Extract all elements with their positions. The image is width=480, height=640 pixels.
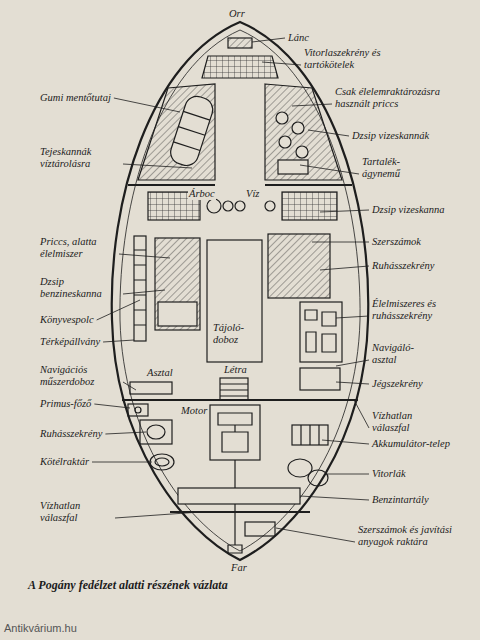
part-label: Vízhatlan válaszfal — [40, 500, 112, 524]
part-label: Dzsip benzineskanna — [40, 276, 120, 300]
chain-locker — [228, 38, 252, 48]
part-label: Lánc — [288, 32, 309, 44]
shelf-lines — [134, 250, 146, 325]
leader-line — [292, 104, 332, 106]
leader-line — [336, 360, 369, 366]
leader-line — [115, 512, 200, 518]
sail-locker — [202, 56, 278, 78]
part-label: Tejeskannák víztárolásra — [40, 146, 120, 170]
leader-line — [276, 528, 355, 542]
leader-line — [94, 404, 130, 408]
life-raft — [168, 93, 216, 168]
compass-box — [207, 240, 262, 362]
part-label: Dzsip vizeskanna — [372, 204, 447, 216]
part-label: Vitorlaszekrény és tartókötelek — [304, 47, 404, 71]
part-label: Tájoló-doboz — [212, 322, 258, 346]
part-label: Élelmiszeres és ruhásszekrény — [372, 298, 472, 322]
part-label: Vitorlák — [372, 468, 406, 480]
part-label: Navigációs műszerdoboz — [40, 364, 120, 388]
leader-line — [252, 38, 285, 42]
bunk-right — [268, 234, 330, 298]
bunk-left — [155, 238, 200, 330]
leader-line — [119, 254, 170, 258]
bulkhead — [122, 399, 358, 401]
leader-line — [336, 382, 369, 384]
locker-items — [305, 310, 336, 352]
leader-line — [92, 462, 152, 463]
food-locker — [300, 302, 342, 362]
part-label: Tartalék-ágynemű — [362, 156, 438, 180]
part-label: Létra — [223, 364, 248, 376]
mast-step — [207, 199, 275, 213]
primus-stove — [128, 404, 148, 416]
chart-table — [130, 382, 172, 394]
part-label: Szerszámok és javítási anyagok raktára — [358, 524, 470, 548]
water-cans — [276, 112, 308, 174]
part-label: Kötélraktár — [40, 456, 89, 468]
hull-inner — [120, 30, 360, 551]
part-label: Jégszekrény — [372, 378, 423, 390]
leader-line — [325, 474, 369, 475]
tool-store — [245, 522, 275, 536]
hull-outline — [112, 22, 369, 560]
engine-detail — [218, 413, 252, 452]
part-label: Primus-főző — [40, 398, 91, 410]
leader-line — [123, 290, 165, 294]
wardrobe-detail — [147, 425, 165, 439]
caption: A Pogány fedélzet alatti részének vázlat… — [28, 578, 228, 593]
leader-line — [123, 164, 192, 168]
pillow — [158, 302, 197, 326]
cabinet — [282, 192, 337, 220]
part-label: Orr — [229, 8, 245, 20]
battery-cells — [301, 425, 319, 445]
leader-line — [320, 210, 369, 212]
fuel-tank — [178, 488, 300, 504]
part-label: Gumi mentőtutaj — [40, 92, 111, 104]
ladder-rungs — [220, 384, 248, 396]
part-label: Ruhásszekrény — [40, 428, 102, 440]
leader-line — [114, 98, 180, 112]
part-label: Dzsip vizeskannák — [352, 130, 452, 142]
part-label: Csak élelemraktározásra használt priccs — [335, 86, 460, 110]
rudder — [228, 545, 242, 553]
ladder — [220, 378, 248, 400]
bulkhead — [128, 184, 215, 186]
part-label: Priccs, alatta élelmiszer — [40, 236, 116, 260]
leader-line — [97, 300, 140, 320]
bookshelf — [134, 236, 146, 341]
part-label: Árboc — [188, 188, 216, 200]
ice-box — [300, 368, 340, 390]
leader-line — [262, 62, 301, 65]
sails — [288, 459, 328, 486]
part-label: Benzintartály — [372, 494, 429, 506]
part-label: Szerszámok — [372, 236, 421, 248]
part-label: Térképállvány — [40, 336, 100, 348]
leader-line — [123, 382, 136, 390]
part-label: Navigáló-asztal — [372, 342, 434, 366]
leader-line — [300, 165, 359, 174]
leader-line — [105, 432, 146, 434]
battery — [292, 425, 328, 445]
watermark: Antikvárium.hu — [4, 622, 77, 634]
bulkhead — [265, 184, 352, 186]
leader-line — [308, 130, 349, 136]
part-label: Asztal — [146, 367, 174, 379]
part-label: Akkumulátor-telep — [372, 438, 450, 450]
leader-line — [103, 340, 134, 342]
part-label: Ruhásszekrény — [372, 260, 434, 272]
part-label: Könyvespolc — [40, 314, 94, 326]
rope-coil — [150, 454, 174, 470]
engine — [210, 405, 260, 460]
leader-line — [322, 440, 369, 444]
burner — [135, 407, 141, 413]
leader-line — [320, 266, 369, 270]
part-label: Víz — [245, 188, 260, 200]
part-label: Motor — [180, 405, 208, 417]
leader-line — [354, 400, 369, 428]
leader-line — [312, 242, 369, 243]
part-label: Vízhatlan válaszfal — [372, 410, 452, 434]
leader-line — [300, 496, 369, 500]
part-label: Far — [231, 562, 247, 574]
leader-line — [336, 316, 369, 318]
